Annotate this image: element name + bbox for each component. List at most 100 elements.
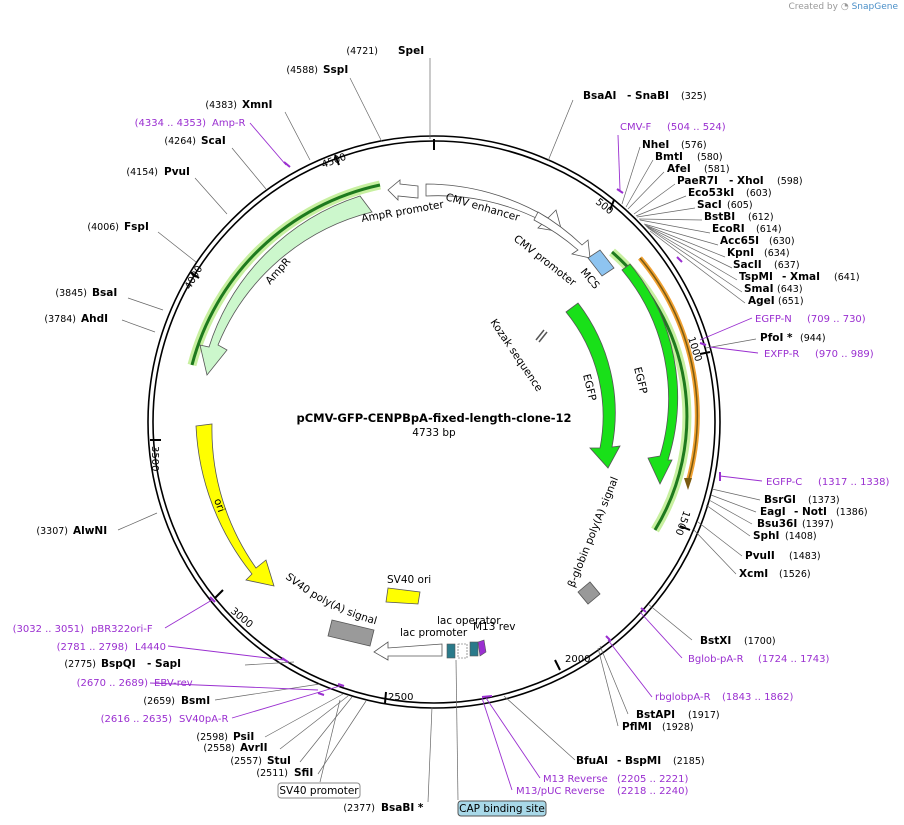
site-pos-pvuii: (1483) [789,551,821,562]
site-agei[interactable]: AgeI [748,295,775,307]
site-xcmi[interactable]: XcmI [739,568,768,580]
site-sfii[interactable]: SfiI [294,767,313,779]
feature-lac-promoter[interactable]: lac promoter [373,627,468,661]
cap-binding-site-box-label: CAP binding site [459,803,545,815]
feature-egfp-outer[interactable]: EGFP [609,248,692,533]
site-saci[interactable]: SacI [697,199,722,211]
site-xmai[interactable]: - XmaI [782,271,820,283]
site-xhoi[interactable]: - XhoI [729,175,764,187]
site-bstapi[interactable]: BstAPI [636,709,675,721]
site-tspmi[interactable]: TspMI [739,271,773,283]
snapgene-credit: Created by ◔ SnapGene [788,2,898,12]
feature-kozak-label: Kozak sequence [488,317,545,394]
feature-kozak[interactable]: Kozak sequence [488,317,548,394]
primer-l4440[interactable]: L4440 [135,642,166,653]
primer-ebv-rev[interactable]: EBV-rev [154,678,193,689]
site-bsrgi[interactable]: BsrGI [764,494,796,506]
feature-cmv-promoter[interactable]: CMV promoter [511,211,591,289]
site-bsabi[interactable]: BsaBI * [381,802,424,814]
site-eco53ki[interactable]: Eco53kI [688,187,734,199]
site-spei[interactable]: SpeI [398,45,424,57]
site-pos-sfii: (2511) [256,768,288,779]
site-bspmi[interactable]: - BspMI [617,755,661,767]
site-avrii[interactable]: AvrII [240,742,268,754]
site-pfoi[interactable]: PfoI * [760,332,793,344]
site-bmti[interactable]: BmtI [655,151,683,163]
sv40-promoter-box-label: SV40 promoter [279,785,359,797]
credit-brand: SnapGene [851,2,898,12]
credit-created-by: Created by [788,2,838,12]
site-pos-bspqi: (2775) [64,659,96,670]
site-sspi[interactable]: SspI [323,64,348,76]
site-pflmi[interactable]: PflMI [622,721,652,733]
primer-egfp-c[interactable]: EGFP-C [766,477,802,488]
site-bstxi[interactable]: BstXI [700,635,731,647]
site-sacii[interactable]: SacII [733,259,762,271]
site-pos-sacii: (637) [774,260,800,271]
primer-range-sv40pa-r: (2616 .. 2635) [101,714,173,725]
site-bsmi[interactable]: BsmI [181,695,210,707]
site-sapi[interactable]: - SapI [147,658,181,670]
site-pos-bsu36i: (1397) [802,519,834,530]
site-snabi[interactable]: - SnaBI [627,90,669,102]
primer-egfp-n[interactable]: EGFP-N [755,314,792,325]
primer-cmv-f[interactable]: CMV-F [620,122,651,133]
site-noti[interactable]: - NotI [794,506,827,518]
primer-m13-puc-reverse[interactable]: M13/pUC Reverse [516,786,605,797]
site-acc65i[interactable]: Acc65I [720,235,759,247]
site-pos-bsabi: (2377) [343,803,375,814]
site-afei[interactable]: AfeI [667,163,691,175]
feature-beta-globin[interactable]: β-globin poly(A) signal [566,475,621,605]
primer-m13-reverse[interactable]: M13 Reverse [543,774,608,785]
feature-egfp-inner[interactable]: EGFP [565,302,621,469]
feature-lac-operator[interactable]: lac operator M13 rev [437,615,516,659]
feature-ori[interactable]: ori [195,423,275,587]
tick-4500: 4500 [320,152,348,171]
primer-sv40pa-r[interactable]: SV40pA-R [179,714,228,725]
site-bfuai[interactable]: BfuAI [576,755,608,767]
primer-labels: (4334 .. 4353) Amp-R CMV-F (504 .. 524) … [13,118,890,797]
feature-sv40-polya[interactable]: SV40 poly(A) signal [283,571,378,647]
site-ahdi[interactable]: AhdI [81,313,108,325]
site-bstbi[interactable]: BstBI [704,211,735,223]
primer-amp-r[interactable]: Amp-R [212,118,246,129]
site-sphi[interactable]: SphI [753,530,779,542]
site-bsai[interactable]: BsaI [92,287,117,299]
site-bsaai[interactable]: BsaAI [583,90,616,102]
site-pos-xmni: (4383) [205,100,237,111]
feature-cmv-enhancer[interactable]: CMV enhancer [425,183,563,233]
site-pos-pfoi: (944) [800,333,826,344]
site-bspqi[interactable]: BspQI [101,658,136,670]
feature-sv40-ori[interactable]: SV40 ori [385,574,431,605]
primer-leaders [149,122,763,791]
site-pvuii[interactable]: PvuII [745,550,775,562]
primer-exfp-r[interactable]: EXFP-R [764,349,799,360]
tick-2000: 2000 [565,654,590,665]
site-alwni[interactable]: AlwNI [73,525,107,537]
site-bsu36i[interactable]: Bsu36I [757,518,797,530]
site-smai[interactable]: SmaI [744,283,774,295]
site-pos-sspi: (4588) [286,65,318,76]
cap-binding-site-box[interactable]: CAP binding site [455,659,547,817]
site-kpni[interactable]: KpnI [727,247,754,259]
primer-rbglobpa-r[interactable]: rbglobpA-R [655,692,711,703]
site-ecori[interactable]: EcoRI [712,223,745,235]
site-xmni[interactable]: XmnI [242,99,272,111]
site-psii[interactable]: PsiI [233,731,254,743]
primer-range-rbglobpa-r: (1843 .. 1862) [722,692,794,703]
primer-marks [209,161,721,698]
site-eagi[interactable]: EagI [760,506,786,518]
sv40-promoter-box[interactable]: SV40 promoter [277,699,361,799]
center-label: pCMV-GFP-CENPBpA-fixed-length-clone-12 4… [296,411,571,439]
site-pvui[interactable]: PvuI [164,166,190,178]
primer-bglob-pa-r[interactable]: Bglob-pA-R [688,654,744,665]
site-nhei[interactable]: NheI [642,139,669,151]
site-pos-saci: (605) [727,200,753,211]
site-pos-bstbi: (612) [748,212,774,223]
site-paer7i[interactable]: PaeR7I [677,175,718,187]
primer-pbr322ori-f[interactable]: pBR322ori-F [91,624,153,635]
feature-ampr[interactable]: AmpR [187,180,381,376]
site-stui[interactable]: StuI [267,755,291,767]
site-scai[interactable]: ScaI [201,135,226,147]
site-fspi[interactable]: FspI [124,221,149,233]
